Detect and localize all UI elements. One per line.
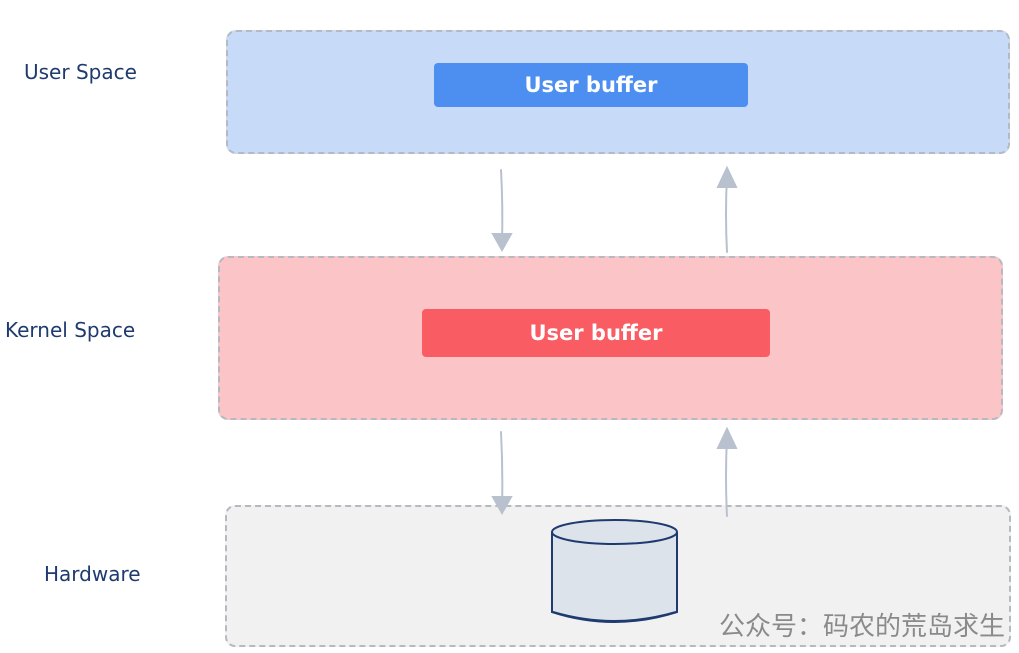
hardware-label: Hardware bbox=[44, 562, 141, 586]
kernel-space-label: Kernel Space bbox=[5, 318, 136, 342]
watermark-text: 公众号：码农的荒岛求生 bbox=[718, 612, 1005, 642]
kernel-space-buffer: User buffer bbox=[422, 309, 770, 357]
user-space-label: User Space bbox=[24, 60, 137, 84]
arrow-kernel-to-user bbox=[716, 165, 738, 253]
arrow-user-to-kernel bbox=[491, 169, 513, 253]
user-space-buffer: User buffer bbox=[434, 63, 748, 107]
arrow-hardware-to-kernel bbox=[716, 426, 738, 517]
user-space-buffer-label: User buffer bbox=[524, 73, 658, 97]
arrow-kernel-to-hardware bbox=[491, 431, 513, 516]
kernel-space-buffer-label: User buffer bbox=[529, 321, 663, 345]
